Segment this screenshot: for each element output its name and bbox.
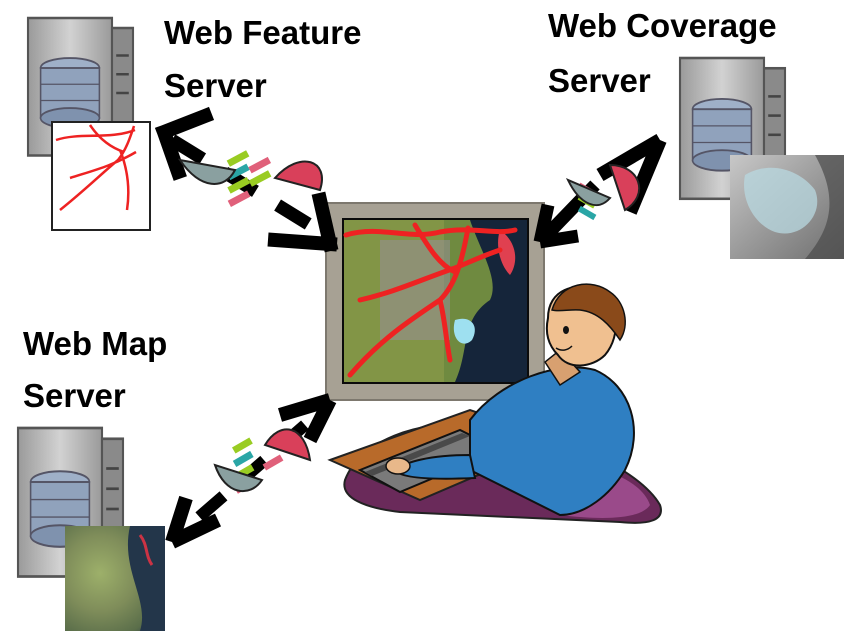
wfs-data-packets (226, 150, 272, 207)
hand (385, 457, 411, 475)
wms-label-line1: Web Map (23, 325, 167, 362)
web-map-server (16, 426, 165, 631)
web-feature-server (26, 16, 151, 231)
user-at-computer (327, 283, 662, 524)
wfs-client-dish-icon (273, 160, 323, 192)
wcs-imagery-thumbnail (730, 155, 844, 259)
wms-label-line2: Server (23, 377, 126, 414)
wms-client-dish-icon (263, 428, 312, 462)
client-monitor (325, 202, 545, 401)
hair (551, 283, 626, 342)
wfs-road-map-thumbnail (51, 121, 151, 231)
arrow-wcs-to-client (533, 133, 667, 249)
client-map-view (343, 220, 527, 382)
wfs-server-dish-icon (177, 158, 237, 185)
web-coverage-server (678, 56, 844, 259)
wfs-label-line2: Server (164, 67, 267, 104)
torso (469, 366, 635, 517)
wcs-server-dish-icon (608, 163, 641, 212)
wcs-client-dish-icon (565, 178, 612, 207)
wms-server-dish-icon (213, 463, 264, 493)
wcs-label-line2: Server (548, 62, 651, 99)
wcs-label-line1: Web Coverage (548, 7, 777, 44)
wfs-label-line1: Web Feature (164, 14, 361, 51)
wms-map-thumbnail (65, 526, 165, 631)
